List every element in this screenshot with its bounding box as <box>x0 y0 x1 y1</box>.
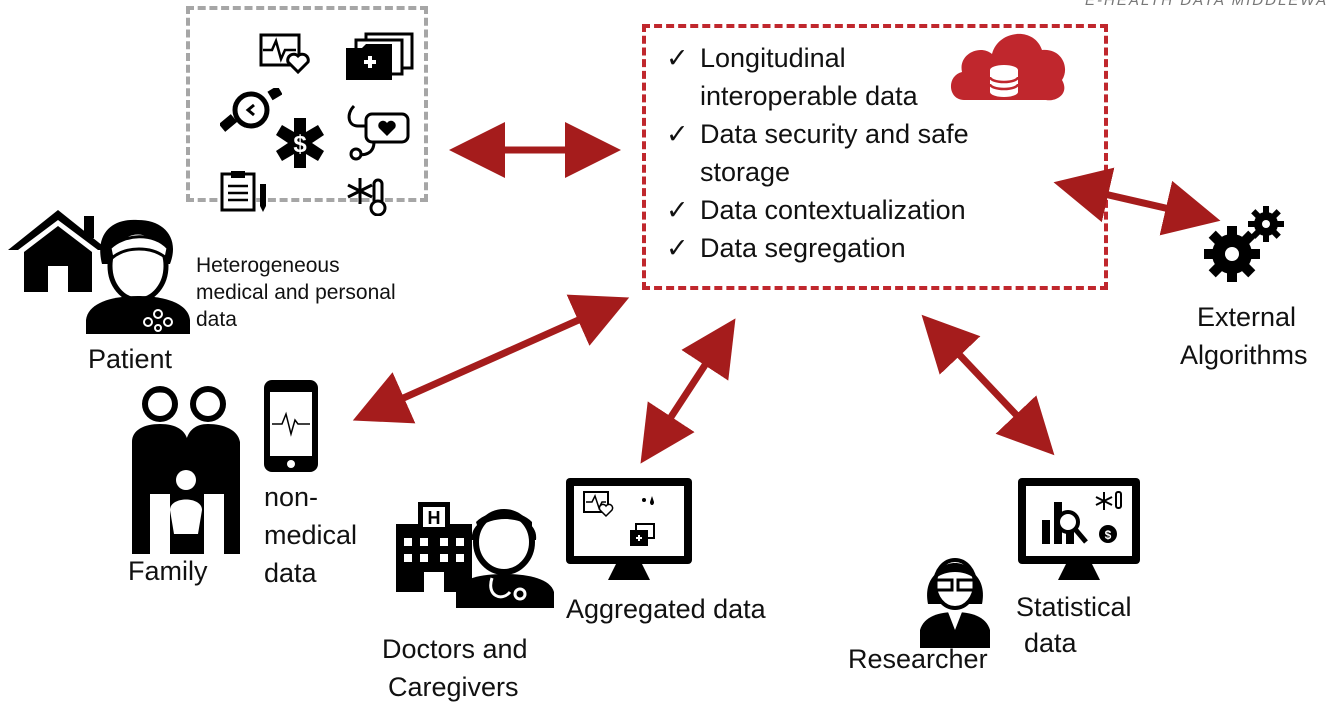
external-label-line1: External <box>1197 302 1297 332</box>
check-icon: ✓ <box>666 43 689 73</box>
check-icon: ✓ <box>666 195 689 225</box>
cloud-database-icon <box>950 33 1066 101</box>
check-icon: ✓ <box>666 119 689 149</box>
svg-text:$: $ <box>293 131 307 158</box>
medical-star-icon: $ <box>276 118 324 168</box>
patient-icon <box>86 219 190 334</box>
patient-label: Patient <box>88 344 173 374</box>
doctors-label-line2: Caregivers <box>388 672 519 702</box>
check-icon: ✓ <box>666 233 689 263</box>
feature-item: ✓Data contextualization <box>666 190 966 230</box>
house-icon <box>8 210 108 292</box>
external-label-line2: Algorithms <box>1180 340 1308 370</box>
heterogeneous-label-line1: Heterogeneous <box>196 254 340 277</box>
doctor-icon <box>456 509 554 608</box>
snowflake-thermometer-icon <box>347 178 387 216</box>
heterogeneous-data-box <box>186 6 428 202</box>
arrow-middleware-to-researcher <box>921 314 1055 456</box>
gears-icon <box>1204 206 1284 282</box>
middleware-features-box <box>642 24 1108 290</box>
heartbeat-monitor-icon <box>259 33 310 74</box>
family-icon <box>132 386 240 554</box>
non-medical-label-line3: data <box>264 558 317 588</box>
svg-text:$: $ <box>1105 528 1112 542</box>
feature-item-continuation: interoperable data <box>700 81 918 111</box>
aggregated-label: Aggregated data <box>566 594 766 624</box>
svg-text:H: H <box>428 508 441 528</box>
statistical-label-line2: data <box>1024 628 1077 658</box>
researcher-label: Researcher <box>848 644 988 674</box>
heterogeneous-label-line3: data <box>196 308 237 331</box>
arrow-middleware-to-family <box>352 294 630 424</box>
feature-item-continuation: storage <box>700 157 791 187</box>
hospital-icon: H <box>396 502 472 592</box>
feature-item: ✓Data segregation <box>666 228 906 268</box>
statistics-monitor-icon: $ <box>1018 478 1140 580</box>
heterogeneous-label-line2: medical and personal <box>196 281 396 304</box>
statistical-label-line1: Statistical <box>1016 592 1132 622</box>
medical-folders-icon <box>346 32 414 80</box>
smartphone-ecg-icon <box>264 380 318 472</box>
non-medical-label-line1: non- <box>264 482 319 512</box>
blood-pressure-icon <box>347 104 410 161</box>
aggregated-monitor-icon <box>566 478 692 580</box>
non-medical-label-line2: medical <box>264 520 358 550</box>
family-label: Family <box>128 556 208 586</box>
clipboard-icon <box>220 171 266 212</box>
header-text: E-HEALTH DATA MIDDLEWA <box>1085 0 1329 9</box>
arrow-middleware-to-doctors <box>640 318 736 464</box>
researcher-icon <box>920 558 990 648</box>
doctors-label-line1: Doctors and <box>382 634 528 664</box>
feature-item: ✓Longitudinal <box>666 38 846 78</box>
arrow-middleware-to-algorithms <box>1053 167 1221 236</box>
smartwatch-icon <box>220 88 282 132</box>
feature-item: ✓Data security and safe <box>666 114 969 154</box>
